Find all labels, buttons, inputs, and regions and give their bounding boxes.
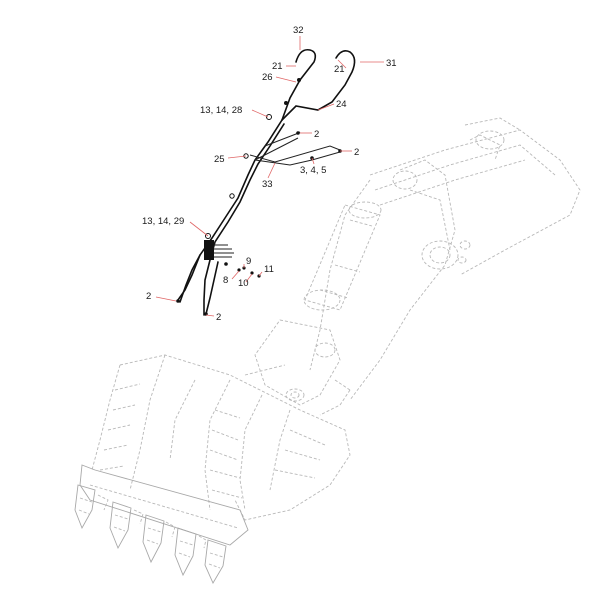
hose-top-left-loop [281,48,317,121]
callout-2-right: 2 [354,147,359,158]
callout-21-left: 21 [272,61,283,72]
leader-lines [155,36,384,317]
clamp-mid [229,193,235,199]
callout-25: 25 [214,154,225,165]
callout-33: 33 [262,179,273,190]
manifold-block [204,240,214,260]
linkage-ghost [244,319,351,416]
boom-ghost [309,117,581,401]
callout-2-top: 2 [314,129,319,140]
hose-top-right-loop [281,50,356,121]
callout-3-4-5: 3, 4, 5 [300,165,326,176]
hose-lower-rail [210,244,234,258]
fitting-2-left [176,299,180,303]
bucket-teeth [74,484,227,584]
callout-26: 26 [262,72,273,83]
clamp-24 [284,101,288,105]
cylinder-ghost [303,201,382,311]
hardware-10 [250,271,254,275]
callout-8: 8 [223,275,228,286]
callout-13-14-28: 13, 14, 28 [200,105,242,116]
callout-13-14-29: 13, 14, 29 [142,216,184,227]
callout-21-right: 21 [334,64,345,75]
callouts: 32 31 21 21 26 24 13, 14, 28 2 2 25 33 3… [142,25,397,323]
clamp-26 [297,78,301,82]
hose-branch-2-top-b [254,137,299,161]
hose-branch-right [249,145,341,163]
hose-assembly [177,48,356,316]
callout-9: 9 [246,256,251,267]
hardware-plug [224,262,228,266]
hose-main-a [179,119,283,303]
callout-31: 31 [386,58,397,69]
callout-2-bottom: 2 [216,312,221,323]
clamp-28 [266,114,272,120]
excavator-attachment-ghost [74,117,581,584]
callout-32: 32 [293,25,304,36]
fitting-2-top [296,131,300,135]
callout-24: 24 [336,99,347,110]
hose-lower-right [205,261,219,315]
hose-branch-right-b [254,151,341,166]
callout-10: 10 [238,278,249,289]
bucket-ghost [79,354,351,546]
hose-lower-left [177,254,201,301]
hardware-8 [237,268,241,272]
callout-2-left: 2 [146,291,151,302]
callout-11: 11 [264,264,274,275]
